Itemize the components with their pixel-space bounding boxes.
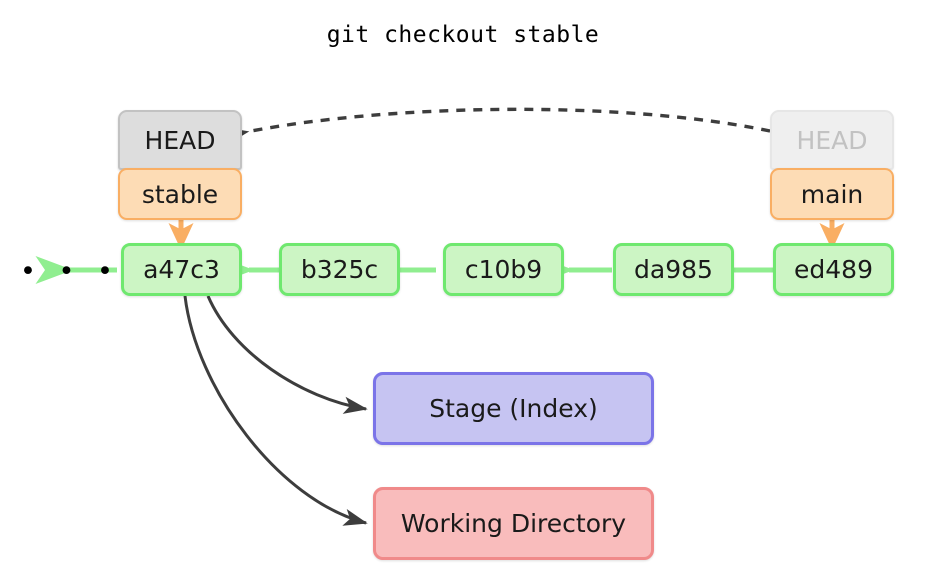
checkout-arrow-to-working-directory-icon — [183, 295, 368, 526]
head-box-active[interactable]: HEAD — [118, 110, 242, 170]
branch-label-main[interactable]: main — [770, 168, 894, 220]
page-title: git checkout stable — [326, 22, 600, 48]
branch-label-stable[interactable]: stable — [118, 168, 242, 220]
checkout-arrow-to-stage-icon — [206, 295, 368, 414]
commit-node-da985[interactable]: da985 — [613, 243, 734, 296]
stage-index-box[interactable]: Stage (Index) — [373, 372, 654, 445]
working-directory-box[interactable]: Working Directory — [373, 487, 654, 560]
history-ellipsis: • • • — [20, 256, 120, 287]
commit-node-b325c[interactable]: b325c — [279, 243, 400, 296]
commit-node-a47c3[interactable]: a47c3 — [121, 243, 242, 296]
head-box-detached[interactable]: HEAD — [770, 110, 894, 170]
commit-node-c10b9[interactable]: c10b9 — [443, 243, 564, 296]
commit-node-ed489[interactable]: ed489 — [773, 243, 894, 296]
head-move-dashed-arrow-icon — [220, 107, 771, 147]
